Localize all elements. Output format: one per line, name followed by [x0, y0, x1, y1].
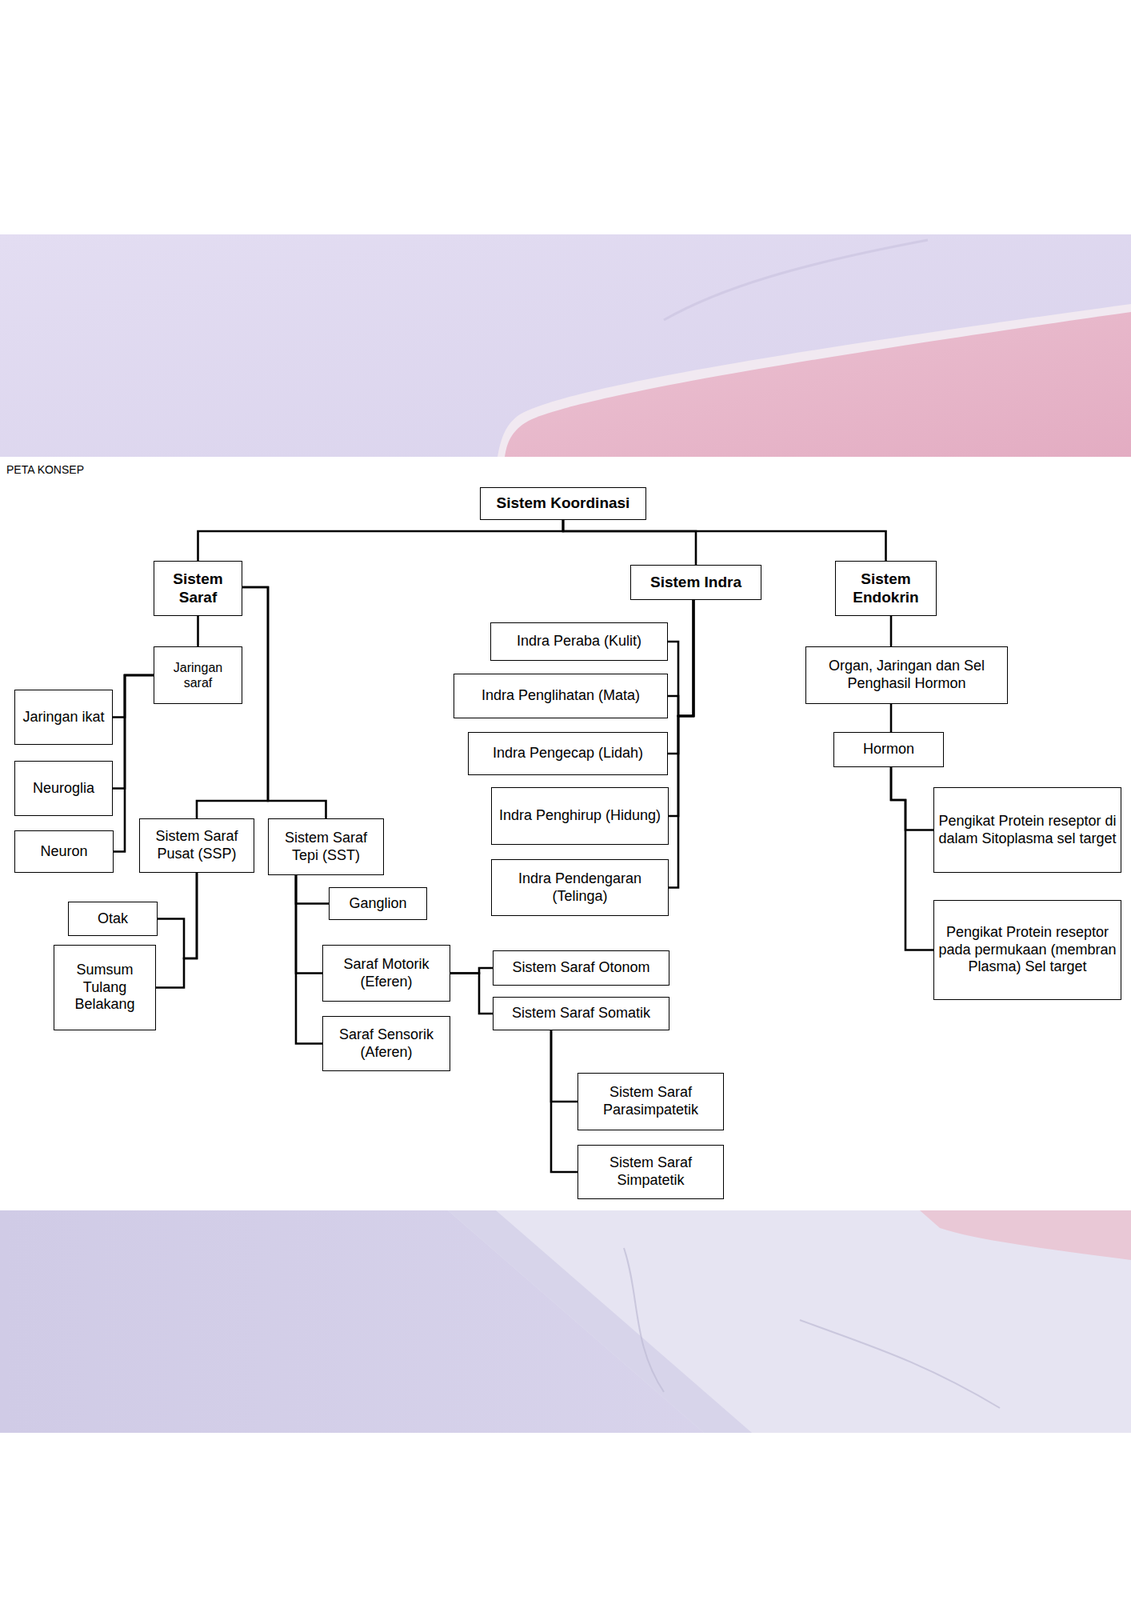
pink-corner [919, 1210, 1131, 1260]
concept-box: Indra Pendengaran (Telinga) [491, 859, 669, 916]
box-label: Sistem Saraf Simpatetik [582, 1154, 720, 1189]
box-label: Saraf Sensorik (Aferen) [327, 1026, 446, 1061]
concept-box: Sistem Saraf Pusat (SSP) [139, 818, 255, 873]
connector-line [890, 615, 893, 647]
connector-line [295, 875, 329, 904]
box-label: Sistem Saraf [158, 570, 238, 608]
connector-line [196, 615, 200, 647]
box-label: Sistem Endokrin [839, 570, 932, 608]
concept-box: Sistem Saraf Otonom [492, 950, 670, 986]
concept-box: Neuron [14, 830, 114, 873]
marble-vein [623, 1247, 1000, 1408]
connector-line [891, 767, 934, 831]
connector-line [667, 599, 694, 754]
concept-box: Pengikat Protein reseptor pada permukaan… [933, 899, 1122, 1000]
connector-line [551, 1030, 578, 1102]
connector-line [157, 872, 197, 959]
box-label: Pengikat Protein reseptor pada permukaan… [938, 923, 1117, 976]
box-label: Sistem Saraf Somatik [497, 1004, 665, 1023]
connector-line [668, 599, 694, 888]
connector-line [198, 519, 564, 561]
map-title: PETA KONSEP [6, 463, 84, 476]
top-photo-band [0, 234, 1131, 457]
concept-box: Sistem Saraf Simpatetik [577, 1144, 724, 1199]
box-label: Indra Peraba (Kulit) [495, 632, 664, 651]
pink-object-edge [497, 303, 1131, 457]
box-label: Pengikat Protein reseptor di dalam Sitop… [938, 812, 1117, 848]
box-label: Sistem Saraf Pusat (SSP) [143, 827, 250, 863]
marble-vein [663, 239, 928, 320]
concept-box: Sistem Saraf [153, 560, 243, 616]
connector-line [155, 872, 197, 988]
concept-box: Sistem Saraf Somatik [492, 996, 670, 1031]
connector-line [891, 767, 934, 951]
concept-box: Indra Pengecap (Lidah) [467, 731, 668, 776]
box-label: Sistem Koordinasi [484, 494, 642, 513]
connector-line [112, 675, 154, 718]
box-label: Saraf Motorik (Eferen) [327, 955, 446, 991]
box-label: Sistem Saraf Tepi (SST) [272, 829, 380, 864]
box-label: Indra Pengecap (Lidah) [472, 744, 664, 763]
concept-box: Ganglion [328, 887, 428, 920]
box-label: Jaringan saraf [158, 659, 238, 691]
connector-line [563, 519, 887, 561]
box-label: Sumsum Tulang Belakang [58, 961, 152, 1014]
pink-object [504, 311, 1131, 457]
box-label: Organ, Jaringan dan Sel Penghasil Hormon [810, 657, 1004, 692]
marble-slab-edge [447, 1210, 752, 1433]
connector-line [563, 519, 696, 565]
concept-box: Sistem Koordinasi [479, 487, 647, 520]
connector-line [890, 703, 893, 732]
box-label: Otak [72, 910, 153, 928]
box-label: Indra Pendengaran (Telinga) [495, 870, 664, 905]
box-label: Sistem Indra [635, 573, 757, 592]
concept-box: Hormon [833, 731, 944, 768]
bottom-photo-band [0, 1210, 1131, 1433]
concept-box: Saraf Sensorik (Aferen) [322, 1015, 451, 1072]
box-label: Neuroglia [19, 779, 108, 798]
concept-box: Organ, Jaringan dan Sel Penghasil Hormon [805, 646, 1008, 704]
box-label: Neuron [19, 843, 109, 861]
connector-line [295, 875, 323, 1044]
concept-box: Pengikat Protein reseptor di dalam Sitop… [933, 787, 1122, 873]
connector-line [242, 587, 327, 819]
connector-line [667, 599, 694, 716]
connector-line [450, 973, 493, 1015]
connector-line [551, 1030, 578, 1172]
concept-box: Sistem Indra [630, 564, 762, 600]
concept-box: Sistem Endokrin [835, 560, 937, 616]
concept-box: Sumsum Tulang Belakang [53, 944, 156, 1031]
marble-slab [447, 1210, 1131, 1433]
connector-line [112, 675, 154, 789]
connector-line [667, 599, 694, 716]
box-label: Sistem Saraf Otonom [497, 959, 665, 977]
concept-box: Indra Penglihatan (Mata) [453, 673, 668, 719]
concept-box: Saraf Motorik (Eferen) [322, 944, 451, 1002]
concept-box: Indra Peraba (Kulit) [490, 622, 668, 661]
connector-line [295, 875, 323, 974]
box-label: Indra Penghirup (Hidung) [495, 807, 664, 825]
box-label: Indra Penglihatan (Mata) [458, 687, 664, 705]
connector-line [668, 599, 694, 816]
concept-box: Neuroglia [14, 760, 113, 816]
concept-box: Jaringan ikat [14, 689, 113, 745]
concept-box: Sistem Saraf Tepi (SST) [267, 818, 384, 876]
concept-box: Indra Penghirup (Hidung) [491, 787, 669, 845]
box-label: Sistem Saraf Parasimpatetik [582, 1083, 720, 1119]
concept-box: Otak [67, 901, 158, 936]
box-label: Ganglion [333, 895, 423, 913]
concept-box: Jaringan saraf [153, 646, 243, 704]
concept-box: Sistem Saraf Parasimpatetik [577, 1072, 724, 1131]
box-label: Hormon [838, 740, 940, 759]
box-label: Jaringan ikat [19, 708, 108, 727]
